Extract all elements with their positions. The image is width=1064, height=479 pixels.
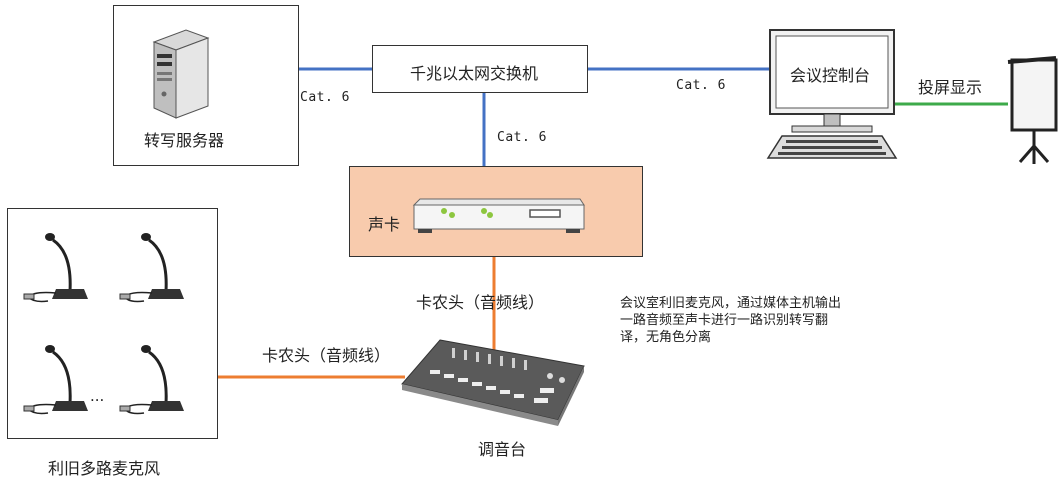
- audio-mixer-icon: [401, 339, 585, 426]
- gooseneck-microphone-icon: [119, 233, 184, 303]
- microphones-ellipsis: ...: [90, 387, 105, 405]
- note-line-2: 一路音频至声卡进行一路识别转写翻: [620, 313, 829, 328]
- server-box: 转写服务器: [113, 5, 299, 166]
- console-label: 会议控制台: [790, 66, 871, 85]
- soundcard-label: 声卡: [368, 215, 401, 234]
- gooseneck-microphone-icon: [23, 345, 88, 415]
- desktop-computer-icon: [766, 29, 898, 159]
- gooseneck-microphone-icon: [119, 345, 184, 415]
- note-line-1: 会议室利旧麦克风，通过媒体主机输出: [620, 296, 842, 311]
- switch-soundcard-link-label: Cat. 6: [497, 130, 547, 145]
- soundcard-box: 声卡: [349, 166, 643, 257]
- switch-box: 千兆以太网交换机: [372, 45, 588, 93]
- server-tower-icon: [152, 29, 210, 119]
- switch-label: 千兆以太网交换机: [410, 64, 539, 83]
- projection-screen-icon: [1007, 56, 1058, 164]
- description-note: 会议室利旧麦克风，通过媒体主机输出 一路音频至声卡进行一路识别转写翻 译，无角色…: [620, 295, 841, 346]
- server-label: 转写服务器: [144, 131, 225, 150]
- microphones-label: 利旧多路麦克风: [48, 459, 161, 478]
- soundcard-device-icon: [412, 198, 585, 233]
- projector-label: 投屏显示: [918, 78, 983, 97]
- mixer-label: 调音台: [478, 440, 527, 459]
- mixer-soundcard-link-label: 卡农头（音频线）: [416, 293, 545, 312]
- server-switch-link-label: Cat. 6: [300, 90, 350, 105]
- microphones-box: ...: [7, 208, 218, 439]
- gooseneck-microphone-icon: [23, 233, 88, 303]
- note-line-3: 译，无角色分离: [620, 330, 712, 345]
- switch-console-link-label: Cat. 6: [676, 78, 726, 93]
- mics-mixer-link-label: 卡农头（音频线）: [262, 346, 391, 365]
